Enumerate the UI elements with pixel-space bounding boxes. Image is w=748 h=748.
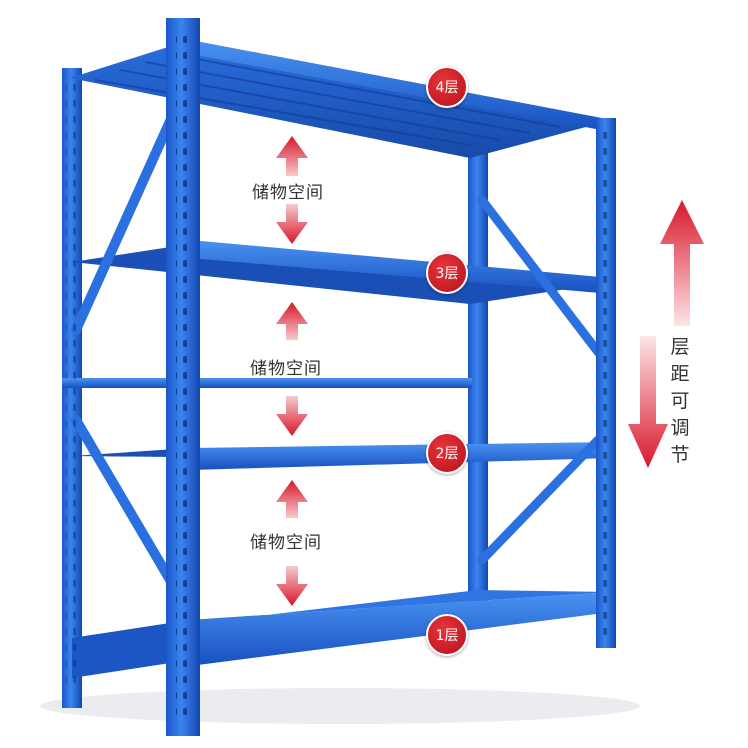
arrow-down-icon: [276, 396, 308, 436]
note-char: 距: [670, 363, 690, 385]
back-left-post-holes: [66, 80, 76, 690]
level-badge-1: 1层: [426, 614, 468, 656]
arrow-up-icon: [660, 200, 704, 326]
storage-arrows-middle: [276, 302, 308, 436]
storage-arrows-top: [276, 136, 308, 244]
front-right-post: [596, 118, 616, 648]
arrow-up-icon: [276, 302, 308, 340]
level-badge-2: 2层: [426, 432, 468, 474]
note-char: 节: [670, 444, 690, 466]
arrow-down-icon: [276, 204, 308, 244]
note-char: 可: [670, 390, 690, 412]
floor-shadow: [40, 688, 640, 724]
back-right-post: [468, 150, 488, 602]
shelf-deck-1: [72, 590, 612, 678]
arrow-up-icon: [276, 480, 308, 518]
right-side-braces: [477, 195, 603, 565]
shelf-deck-4: [70, 40, 612, 158]
adjustable-spacing-note: 层 距 可 调 节: [668, 334, 692, 469]
arrow-down-icon: [628, 336, 668, 468]
level-badge-3: 3层: [426, 252, 468, 294]
note-char: 层: [670, 336, 690, 358]
note-char: 调: [670, 417, 690, 439]
side-adjust-arrows: [628, 200, 704, 468]
shelf-deck-3: [72, 240, 612, 304]
shelf-deck-2: [62, 378, 612, 470]
front-left-post: [166, 18, 200, 736]
left-side-braces: [71, 103, 181, 595]
storage-space-label-top: 储物空间: [252, 183, 324, 203]
arrow-up-icon: [276, 136, 308, 176]
arrow-down-icon: [276, 566, 308, 606]
storage-arrows-bottom: [276, 480, 308, 606]
level-badge-4: 4层: [426, 66, 468, 108]
storage-space-label-bottom: 储物空间: [250, 533, 322, 553]
storage-space-label-middle: 储物空间: [250, 359, 322, 379]
